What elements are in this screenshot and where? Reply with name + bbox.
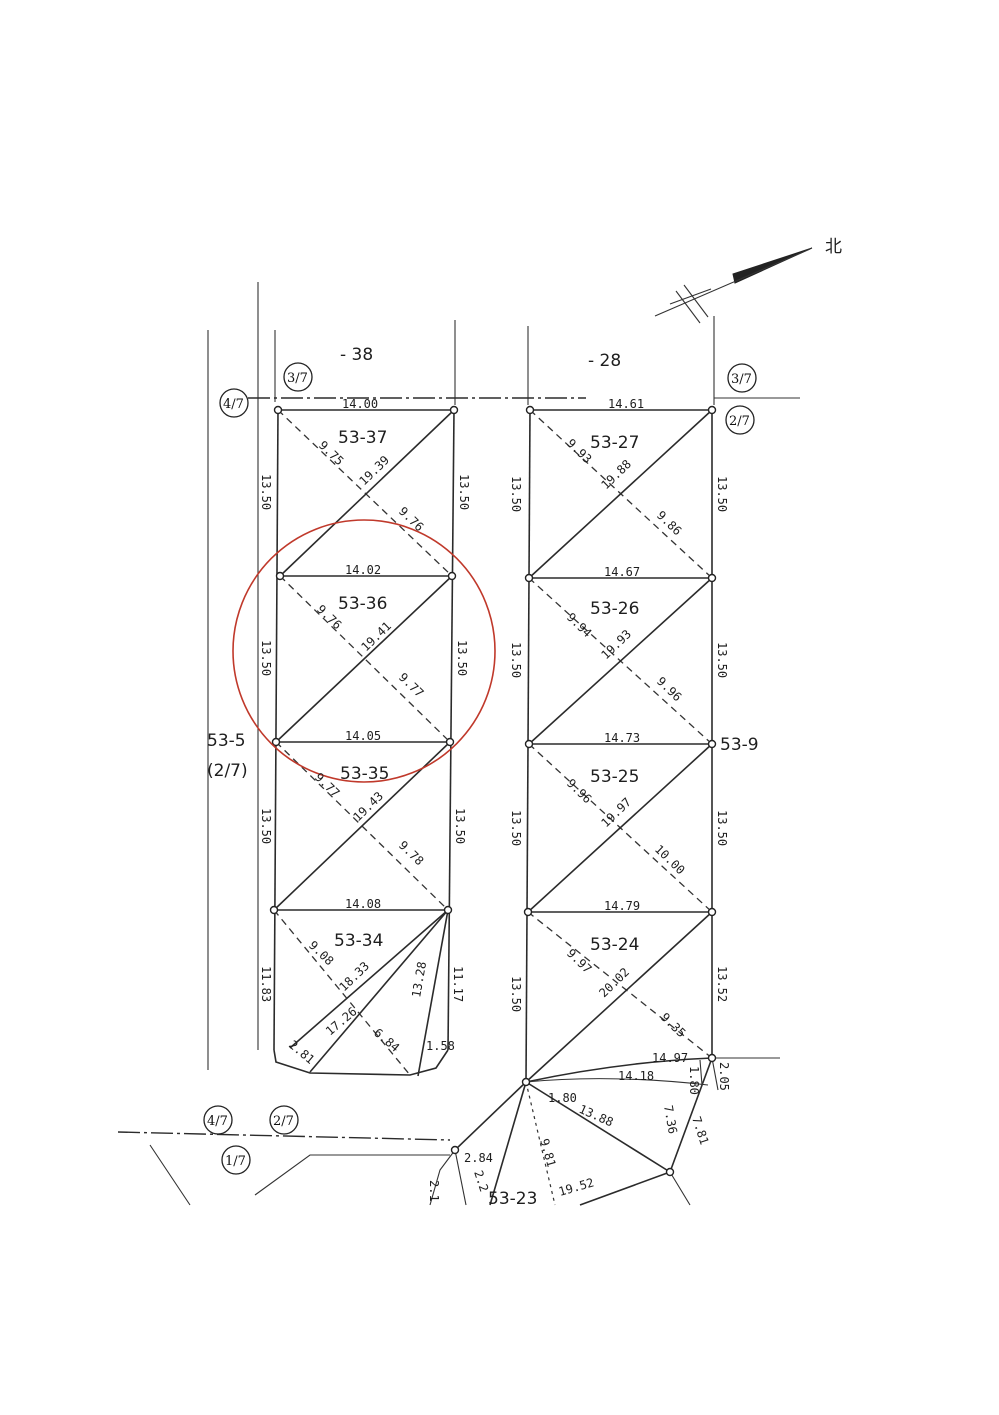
left-side-length: 13.50	[509, 976, 523, 1012]
bottom-length: 2.1	[427, 1180, 441, 1202]
share-mark-bl-b: 2/7	[273, 1114, 294, 1129]
bottom-length: 1.80	[687, 1066, 701, 1095]
left-side-length: 13.50	[259, 640, 273, 676]
bottom-length: 2.05	[717, 1062, 731, 1091]
bottom-width: 14.08	[345, 897, 381, 911]
left-side-length: 13.50	[259, 808, 273, 844]
bottom-length: 14.18	[618, 1069, 654, 1083]
share-mark-tl-a: 4/7	[223, 397, 244, 412]
bottom-width: 14.79	[604, 899, 640, 913]
right-side-length: 13.50	[715, 642, 729, 678]
diagonal-length-b: 19.43	[350, 789, 386, 824]
share-marks: 4/7 3/7 3/7 2/7 4/7 2/7 1/7	[203, 362, 757, 1175]
north-arrow: 北	[654, 237, 842, 324]
right-side-length: 13.50	[715, 476, 729, 512]
lot-label: 53-23	[488, 1189, 537, 1209]
lot-label: 53-24	[590, 935, 639, 955]
neighbor-label-top-right: - 28	[588, 351, 621, 371]
bottom-length: 9.81	[537, 1137, 558, 1169]
left-top-width: 14.00	[342, 397, 378, 411]
left-side-length: 13.50	[509, 476, 523, 512]
bottom-length: 2.84	[464, 1151, 493, 1165]
diagonal-length-b: 20.02	[596, 965, 632, 1000]
extra-length-a: 6.84	[371, 1026, 402, 1055]
bottom-length: 14.97	[652, 1051, 688, 1065]
bottom-width: 14.73	[604, 731, 640, 745]
bottom-width: 14.02	[345, 563, 381, 577]
lot-label: 53-27	[590, 433, 639, 453]
highlight-circle	[232, 519, 496, 783]
lot-label: 53-36	[338, 594, 387, 614]
lot-label: 53-25	[590, 767, 639, 787]
lot-label: 53-26	[590, 599, 639, 619]
extra-length-c: 2.81	[286, 1038, 317, 1067]
share-mark-tr-a: 3/7	[731, 372, 752, 387]
right-side-length: 13.50	[455, 640, 469, 676]
diagonal-length-c: 9.76	[396, 504, 427, 534]
diagonal-length-b: 19.93	[598, 627, 634, 662]
diagonal-length-b: 19.39	[356, 453, 392, 488]
diagonal-length-c: 10.00	[652, 842, 688, 877]
north-label: 北	[825, 237, 842, 257]
right-side-length: 13.50	[457, 474, 471, 510]
lot-label: 53-35	[340, 764, 389, 784]
bottom-area-lots	[429, 1053, 719, 1206]
bottom-length: 2.2	[471, 1169, 491, 1194]
diagonal-length-c: 9.96	[654, 674, 685, 704]
left-side-length: 13.50	[509, 642, 523, 678]
right-column-lots	[523, 405, 717, 1083]
neighbor-label-top-left: - 38	[340, 345, 373, 365]
left-column-lots	[269, 405, 459, 1077]
diagonal-length-c: 9.86	[654, 508, 685, 538]
share-mark-tl-b: 3/7	[287, 371, 308, 386]
bottom-length: 1.80	[548, 1091, 577, 1105]
lot-label: 53-34	[334, 931, 383, 951]
neighbor-share-left: (2/7)	[207, 761, 248, 781]
bottom-width: 14.05	[345, 729, 381, 743]
share-mark-tr-b: 2/7	[729, 414, 750, 429]
right-side-length: 11.17	[451, 966, 465, 1002]
right-side-length: 13.50	[715, 810, 729, 846]
share-mark-bl-a: 4/7	[207, 1114, 228, 1129]
left-side-length: 13.50	[509, 810, 523, 846]
bottom-length: 19.52	[557, 1175, 596, 1198]
neighbor-label-left: 53-5	[207, 731, 246, 751]
right-side-length: 13.50	[453, 808, 467, 844]
extra-length-b: 13.28	[409, 961, 429, 999]
right-side-length: 13.52	[715, 966, 729, 1002]
bottom-width: 14.67	[604, 565, 640, 579]
share-mark-bl-c: 1/7	[225, 1154, 246, 1169]
bottom-length: 7.36	[661, 1104, 680, 1135]
right-top-width: 14.61	[608, 397, 644, 411]
extra-length-d: 1.58	[426, 1039, 455, 1053]
road-lines	[117, 282, 800, 1206]
diagonal-length-a: 9.08	[306, 938, 337, 968]
left-side-length: 13.50	[259, 474, 273, 510]
bottom-length: 7.81	[689, 1115, 711, 1147]
diagonal-length-a: 9.77	[312, 770, 343, 800]
left-side-length: 11.83	[259, 966, 273, 1002]
lot-label: 53-37	[338, 428, 387, 448]
diagonal-length-b: 18.33	[336, 959, 372, 994]
diagonal-length-c: 9.77	[396, 670, 427, 700]
neighbor-label-right: 53-9	[720, 735, 759, 755]
